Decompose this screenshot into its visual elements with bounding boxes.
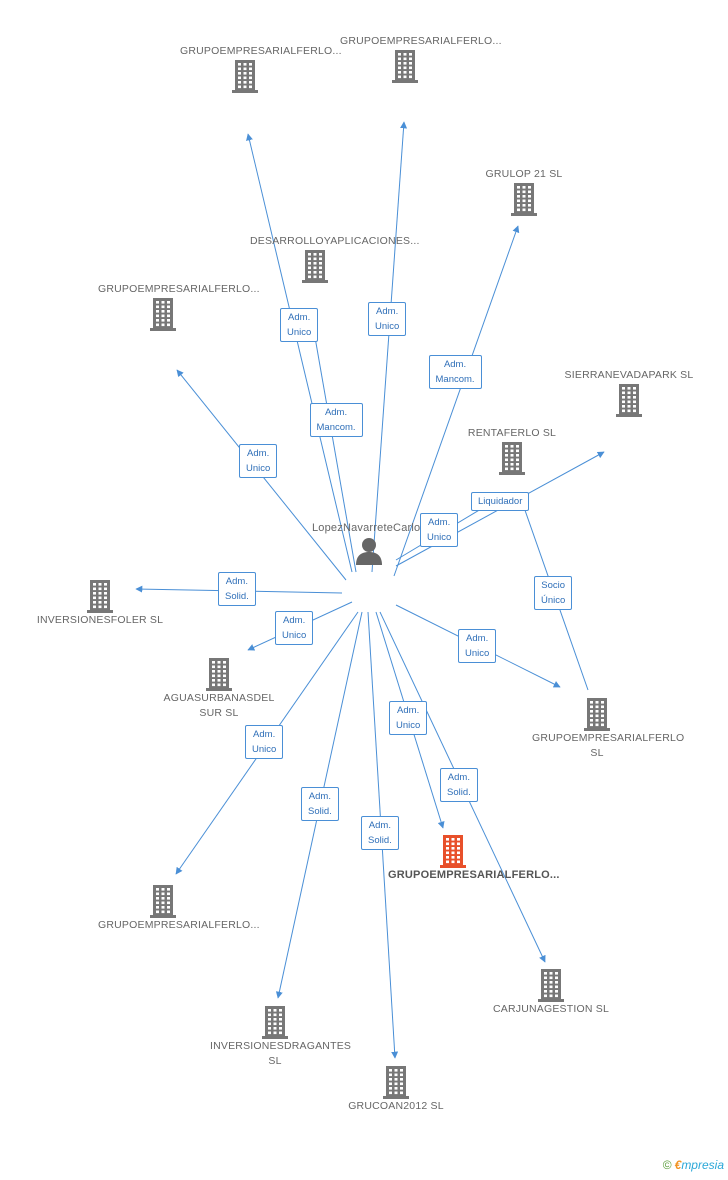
company-name: CARJUNAGESTION SL [492,1003,609,1015]
edge-label[interactable]: Adm.Unico [275,611,314,645]
company-name: SIERRANEVADAPARK SL [564,369,694,381]
company-name: AGUASURBANASDEL SUR SL [163,692,275,719]
building-icon [538,969,564,1002]
building-icon [392,50,418,83]
company-node[interactable]: GRULOP 21 SL [459,167,589,216]
edge-label[interactable]: Adm.Unico [368,302,407,336]
edge-label[interactable]: Adm.Mancom. [309,403,363,437]
building-icon [150,885,176,918]
edge-label[interactable]: Adm.Unico [458,629,497,663]
edge-label[interactable]: Adm.Unico [420,513,459,547]
company-node[interactable]: GRUPOEMPRESARIALFERLO... [98,282,260,331]
building-icon [262,1006,288,1039]
company-node[interactable]: GRUCOAN2012 SL [331,1065,461,1114]
building-icon [232,60,258,93]
person-icon [356,538,382,565]
building-icon [511,183,537,216]
company-name: DESARROLLOYAPLICACIONES... [250,235,420,247]
company-name: GRUPOEMPRESARIALFERLO... [388,869,560,881]
company-node[interactable]: GRUPOEMPRESARIALFERLO... [340,34,502,83]
building-icon [499,442,525,475]
company-node[interactable]: GRUPOEMPRESARIALFERLO SL [532,697,685,761]
edge-person-n2 [371,121,408,573]
edge-label[interactable]: Adm.Unico [239,444,278,478]
company-name: GRUPOEMPRESARIALFERLO SL [532,732,685,759]
edge-label[interactable]: Adm.Solid. [301,787,339,821]
building-icon [302,250,328,283]
building-icon [383,1066,409,1099]
company-node[interactable]: CARJUNAGESTION SL [486,968,616,1017]
company-node[interactable]: GRUPOEMPRESARIALFERLO... [180,44,342,93]
company-name: GRUCOAN2012 SL [348,1100,444,1112]
copyright-symbol: © [662,1158,672,1172]
company-node[interactable]: INVERSIONESFOLER SL [35,579,165,628]
company-node[interactable]: RENTAFERLO SL [447,426,577,475]
edge-person-n1 [246,133,353,573]
building-icon [87,580,113,613]
building-icon [584,698,610,731]
company-name: INVERSIONESDRAGANTES SL [210,1040,352,1067]
company-name: GRUPOEMPRESARIALFERLO... [98,283,260,295]
building-icon [150,298,176,331]
company-node[interactable]: DESARROLLOYAPLICACIONES... [250,234,420,283]
company-name: GRUPOEMPRESARIALFERLO... [180,45,342,57]
company-node[interactable]: INVERSIONESDRAGANTES SL [210,1005,352,1069]
building-icon [206,658,232,691]
brand-initial: € [674,1158,682,1172]
company-node[interactable]: SIERRANEVADAPARK SL [564,368,694,417]
person-node[interactable]: LopezNavarreteCarlos [304,521,434,566]
edge-label[interactable]: Adm.Solid. [361,816,399,850]
edge-person-n4 [309,319,357,573]
edge-label[interactable]: Adm.Unico [389,701,428,735]
company-node[interactable]: AGUASURBANASDEL SUR SL [154,657,284,721]
edge-label[interactable]: Adm.Unico [280,308,319,342]
edge-label[interactable]: Adm.Mancom. [428,355,482,389]
edge-person-n3 [393,225,520,577]
person-name: LopezNavarreteCarlos [311,522,427,534]
brand-name: mpresia [681,1158,724,1172]
focus-company-node[interactable]: GRUPOEMPRESARIALFERLO... [388,834,560,883]
brand-watermark: ©€mpresia [663,1158,724,1172]
building-icon [616,384,642,417]
building-icon [440,835,466,868]
edge-label[interactable]: Adm.Unico [245,725,284,759]
company-name: GRULOP 21 SL [485,168,563,180]
edge-label[interactable]: Adm.Solid. [218,572,256,606]
company-name: INVERSIONESFOLER SL [36,614,164,626]
company-node[interactable]: GRUPOEMPRESARIALFERLO... [98,884,260,933]
company-name: GRUPOEMPRESARIALFERLO... [98,919,260,931]
edge-label[interactable]: Liquidador [471,491,530,511]
company-name: RENTAFERLO SL [467,427,557,439]
edge-label[interactable]: Adm.Solid. [440,768,478,802]
company-name: GRUPOEMPRESARIALFERLO... [340,35,502,47]
